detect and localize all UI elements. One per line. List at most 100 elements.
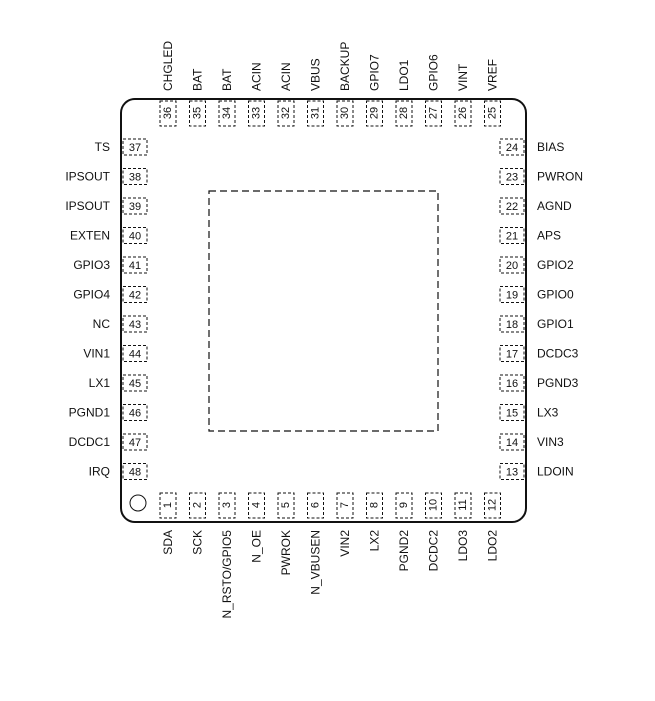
pin-number-42: 42 xyxy=(129,290,141,302)
pin-number-21: 21 xyxy=(506,231,518,243)
chip-body xyxy=(120,98,527,523)
pin-number-25: 25 xyxy=(487,107,499,119)
pin-box-15 xyxy=(499,404,525,421)
pin-box-46 xyxy=(122,404,148,421)
pin-number-33: 33 xyxy=(251,107,263,119)
pin-label-23: PWRON xyxy=(537,170,583,184)
pin-number-11: 11 xyxy=(457,499,469,510)
pin-label-19: GPIO0 xyxy=(537,288,574,302)
pin-box-44 xyxy=(122,345,148,362)
pin-box-32 xyxy=(277,100,295,127)
pin-box-9 xyxy=(395,492,413,519)
pin-number-31: 31 xyxy=(310,107,322,119)
pin-number-30: 30 xyxy=(339,107,351,119)
pin-number-3: 3 xyxy=(221,502,233,508)
pin-label-28: LDO1 xyxy=(397,59,411,91)
pin-label-37: TS xyxy=(95,140,110,154)
pin-number-36: 36 xyxy=(162,107,174,119)
pin-number-48: 48 xyxy=(129,467,141,479)
pin-label-34: BAT xyxy=(220,68,234,91)
pin-label-16: PGND3 xyxy=(537,376,579,390)
pin-box-4 xyxy=(248,492,265,519)
pin-number-29: 29 xyxy=(369,107,381,119)
pin-number-17: 17 xyxy=(506,349,518,361)
pin-label-21: APS xyxy=(537,229,561,243)
pin-label-46: PGND1 xyxy=(69,406,111,420)
pin-box-41 xyxy=(122,256,148,274)
pin-box-16 xyxy=(499,374,525,392)
pin-label-26: VINT xyxy=(456,63,470,91)
pin-number-26: 26 xyxy=(457,107,469,119)
pin-label-38: IPSOUT xyxy=(65,170,110,184)
pin-number-45: 45 xyxy=(129,378,141,390)
pin-label-7: VIN2 xyxy=(338,530,352,557)
pin-number-13: 13 xyxy=(506,467,518,479)
pin-number-39: 39 xyxy=(129,201,141,213)
pin-label-8: LX2 xyxy=(368,530,382,552)
pin-box-35 xyxy=(189,100,206,127)
pin-box-20 xyxy=(499,256,525,274)
pin-label-1: SDA xyxy=(161,530,175,555)
pin-group: 37TS38IPSOUT39IPSOUT40EXTEN41GPIO342GPIO… xyxy=(65,41,583,619)
pin-label-39: IPSOUT xyxy=(65,199,110,213)
pin-box-7 xyxy=(336,492,354,519)
pin-box-47 xyxy=(122,433,148,451)
pin-number-1: 1 xyxy=(162,502,174,508)
pin-number-38: 38 xyxy=(129,172,141,184)
pin-box-39 xyxy=(122,197,148,215)
pin-number-43: 43 xyxy=(129,319,141,331)
pin-box-23 xyxy=(499,168,525,185)
pin-box-21 xyxy=(499,227,525,244)
pin-number-44: 44 xyxy=(129,349,141,361)
pin-label-20: GPIO2 xyxy=(537,258,574,272)
pin-box-48 xyxy=(122,463,148,480)
pin-label-9: PGND2 xyxy=(397,530,411,572)
pin-number-19: 19 xyxy=(506,290,518,302)
pin-number-41: 41 xyxy=(129,260,141,272)
pin-box-36 xyxy=(159,100,177,127)
pin-label-14: VIN3 xyxy=(537,435,564,449)
pin1-indicator-dot xyxy=(129,494,147,512)
pin-number-9: 9 xyxy=(398,502,410,508)
pin-box-8 xyxy=(366,492,383,519)
pin-number-10: 10 xyxy=(428,499,440,511)
pin-number-20: 20 xyxy=(506,260,518,272)
pin-box-27 xyxy=(425,100,442,127)
pin-number-15: 15 xyxy=(506,408,518,420)
pin-number-28: 28 xyxy=(398,107,410,119)
pin-label-43: NC xyxy=(93,317,111,331)
pin-label-10: DCDC2 xyxy=(427,530,441,572)
pin-label-42: GPIO4 xyxy=(73,288,110,302)
pin-label-12: LDO2 xyxy=(486,530,500,562)
pin-box-28 xyxy=(395,100,413,127)
pin-box-26 xyxy=(454,100,472,127)
pin-number-18: 18 xyxy=(506,319,518,331)
pin-box-31 xyxy=(307,100,324,127)
pin-label-29: GPIO7 xyxy=(368,54,382,91)
pin-label-32: ACIN xyxy=(279,62,293,91)
pin-label-25: VREF xyxy=(486,59,500,91)
pin-label-3: N_RSTO/GPIO5 xyxy=(220,530,234,619)
pin-label-41: GPIO3 xyxy=(73,258,110,272)
pin-box-1 xyxy=(159,492,177,519)
pin-number-7: 7 xyxy=(339,502,351,508)
pin-label-47: DCDC1 xyxy=(69,435,111,449)
pin-number-4: 4 xyxy=(251,502,263,508)
pin-label-6: N_VBUSEN xyxy=(309,530,323,595)
pin-box-3 xyxy=(218,492,236,519)
pin-box-11 xyxy=(454,492,472,519)
pin-number-32: 32 xyxy=(280,107,292,119)
pin-label-5: PWROK xyxy=(279,530,293,575)
pin-label-24: BIAS xyxy=(537,140,564,154)
pin-label-44: VIN1 xyxy=(83,347,110,361)
pin-number-5: 5 xyxy=(280,502,292,508)
pin-box-10 xyxy=(425,492,442,519)
pin-label-13: LDOIN xyxy=(537,465,574,479)
pin-number-40: 40 xyxy=(129,231,141,243)
pin-box-38 xyxy=(122,168,148,185)
pin-number-14: 14 xyxy=(506,437,518,449)
pin-number-37: 37 xyxy=(129,142,141,154)
pin-box-19 xyxy=(499,286,525,303)
pin-number-2: 2 xyxy=(192,502,204,508)
pin-box-17 xyxy=(499,345,525,362)
